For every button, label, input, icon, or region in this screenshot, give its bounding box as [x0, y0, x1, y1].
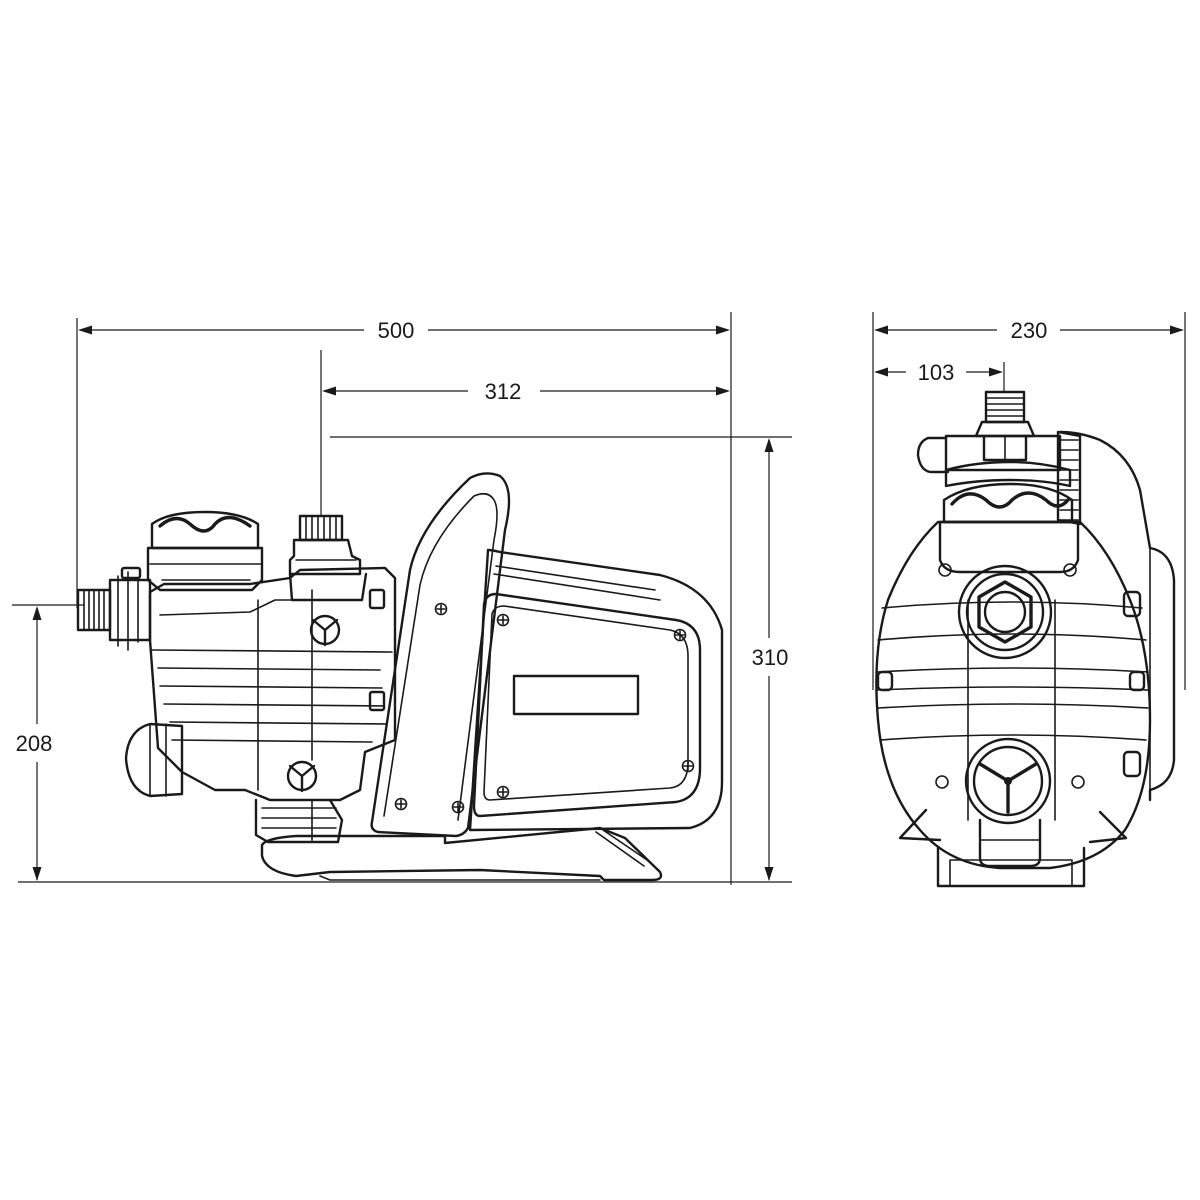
dimension-inlet-height-label: 208	[16, 731, 53, 756]
pump-side-view	[76, 472, 724, 882]
front-port-upper	[957, 564, 1053, 660]
dimension-lines	[12, 312, 1186, 885]
dimension-offset-label: 103	[918, 360, 955, 385]
dimension-height-label: 310	[752, 645, 789, 670]
impeller-symbol-lower	[286, 760, 318, 793]
screw-icons	[394, 602, 695, 814]
dimension-outlet-label: 312	[485, 379, 522, 404]
dimension-width-label: 230	[1011, 318, 1048, 343]
front-port-lower	[964, 737, 1052, 825]
pump-front-view	[875, 390, 1176, 888]
display-window	[512, 674, 640, 716]
dimension-length-label: 500	[378, 318, 415, 343]
impeller-symbol-upper	[309, 614, 341, 647]
